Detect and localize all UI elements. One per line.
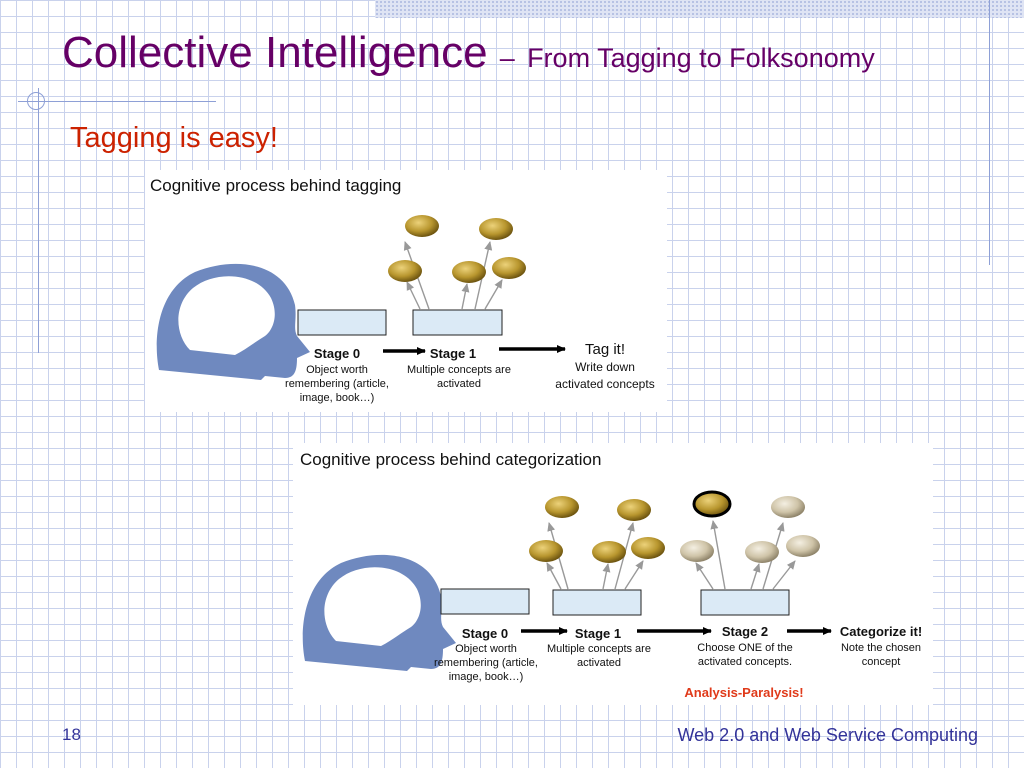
tagit-desc: activated concepts — [555, 377, 654, 391]
title-subtitle: From Tagging to Folksonomy — [527, 43, 875, 73]
stage1-title: Stage 1 — [430, 346, 476, 361]
concept-ball — [745, 541, 779, 563]
stage2-desc: Choose ONE of the — [697, 642, 792, 654]
concept-ball — [405, 215, 439, 237]
stage1-desc: Multiple concepts are — [407, 364, 511, 376]
concept-ball — [479, 218, 513, 240]
stage0-desc: Object worth — [306, 364, 368, 376]
right-rule — [989, 0, 990, 265]
stage1-box — [552, 589, 642, 616]
head-icon — [302, 554, 456, 671]
stage0-desc: remembering (article, — [434, 657, 538, 669]
concept-ball — [388, 260, 422, 282]
tagit-desc: Write down — [575, 360, 635, 374]
stage2-desc: activated concepts. — [698, 656, 792, 668]
concept-ball — [631, 537, 665, 559]
tagit-title: Tag it! — [585, 341, 625, 358]
tagging-diagram: Cognitive process behind tagging Stage 0… — [145, 170, 667, 412]
concept-ball — [529, 540, 563, 562]
stage0-desc: remembering (article, — [285, 378, 389, 390]
concept-balls — [529, 490, 820, 563]
categorize-desc: Note the chosen — [841, 642, 921, 654]
concept-ball — [680, 540, 714, 562]
stage0-title: Stage 0 — [314, 346, 360, 361]
slide-title: Collective Intelligence – From Tagging t… — [62, 26, 875, 85]
stage1-box — [412, 309, 503, 336]
title-main: Collective Intelligence — [62, 28, 488, 77]
categorize-desc: concept — [862, 656, 901, 668]
crosshair-ornament — [27, 92, 45, 110]
stage1-desc: activated — [577, 657, 621, 669]
categorization-diagram: Cognitive process behind categorization — [293, 443, 933, 705]
stage0-title: Stage 0 — [462, 626, 508, 641]
concept-ball — [592, 541, 626, 563]
stage0-desc: image, book…) — [449, 671, 524, 683]
concept-ball — [492, 257, 526, 279]
concept-ball — [545, 496, 579, 518]
concept-balls — [388, 215, 526, 283]
tagging-heading: Cognitive process behind tagging — [150, 176, 401, 195]
concept-ball — [786, 535, 820, 557]
chosen-concept-ball — [692, 490, 732, 518]
categorization-heading: Cognitive process behind categorization — [300, 450, 601, 469]
stage0-box — [297, 309, 387, 336]
left-rule — [38, 88, 39, 353]
stage1-desc: activated — [437, 378, 481, 390]
stage1-desc: Multiple concepts are — [547, 643, 651, 655]
stage0-desc: image, book…) — [300, 392, 375, 404]
stage2-box — [700, 589, 790, 616]
bullet-text: Tagging is easy! — [70, 122, 278, 154]
title-dash: – — [499, 43, 515, 73]
page-number: 18 — [62, 725, 81, 744]
stage0-desc: Object worth — [455, 643, 517, 655]
head-icon — [156, 263, 310, 380]
footer-course-title: Web 2.0 and Web Service Computing — [677, 725, 979, 745]
stage2-title: Stage 2 — [722, 624, 768, 639]
stage1-title: Stage 1 — [575, 626, 621, 641]
concept-ball — [452, 261, 486, 283]
title-underline — [18, 101, 216, 102]
top-pattern-band — [375, 0, 1024, 18]
categorize-title: Categorize it! — [840, 624, 922, 639]
concept-ball — [617, 499, 651, 521]
concept-ball — [771, 496, 805, 518]
stage0-box — [440, 588, 530, 615]
analysis-paralysis-label: Analysis-Paralysis! — [684, 685, 803, 700]
